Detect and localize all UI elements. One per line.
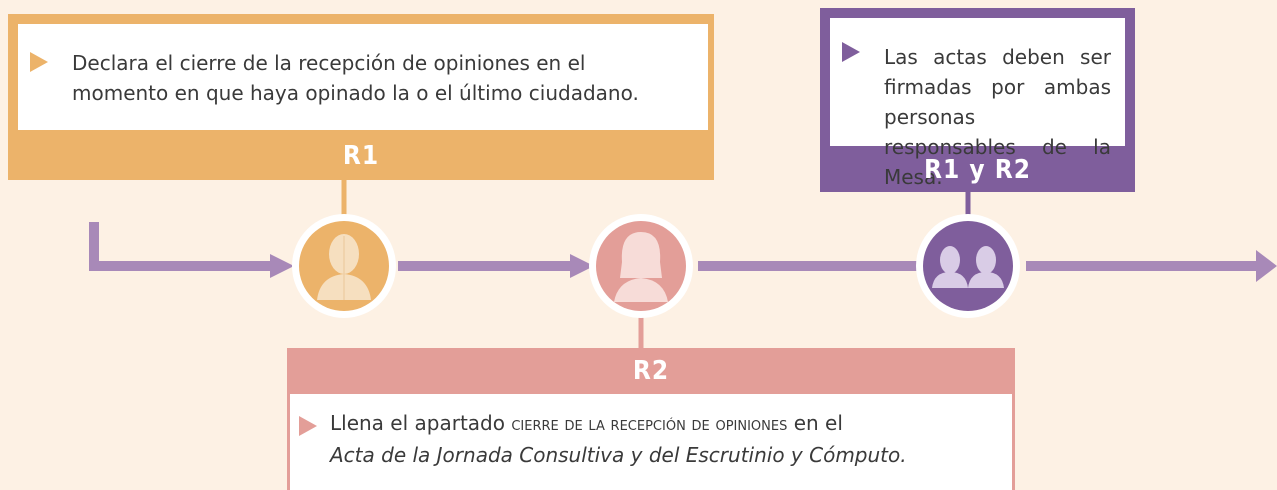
r1-r2-step-box: Las actas deben ser firmadas por ambas p…: [820, 8, 1135, 192]
r2-text-document-name: Acta de la Jornada Consultiva y del Escr…: [330, 443, 907, 467]
r2-role-label: R2: [287, 348, 1015, 394]
flow-arrowhead-2: [570, 254, 594, 278]
flow-start-line: [89, 222, 272, 271]
woman-silhouette-icon: [589, 214, 693, 318]
r1-step-box: Declara el cierre de la recepción de opi…: [8, 14, 714, 180]
r1-step-text: Declara el cierre de la recepción de opi…: [18, 24, 708, 130]
two-people-icon: [916, 214, 1020, 318]
flow-arrowhead-end: [1256, 250, 1277, 282]
r2-step-text: Llena el apartado cierre de la recepción…: [287, 394, 1015, 490]
bullet-arrow-icon: [842, 42, 860, 62]
bullet-arrow-icon: [30, 52, 48, 72]
r1-role-label: R1: [342, 141, 380, 171]
r2-text-mid: en el: [787, 411, 843, 435]
r2-step-box: R2 Llena el apartado cierre de la recepc…: [287, 348, 1015, 490]
r1-r2-role-label: R1 y R2: [923, 155, 1032, 185]
person-silhouette-icon: [292, 214, 396, 318]
r2-text-section-name: cierre de la recepción de opiniones: [511, 414, 788, 435]
r1-r2-step-text: Las actas deben ser firmadas por ambas p…: [830, 18, 1125, 189]
flow-arrowhead-1: [270, 254, 294, 278]
bullet-arrow-icon: [299, 416, 317, 436]
r2-text-prefix: Llena el apartado: [330, 411, 512, 435]
